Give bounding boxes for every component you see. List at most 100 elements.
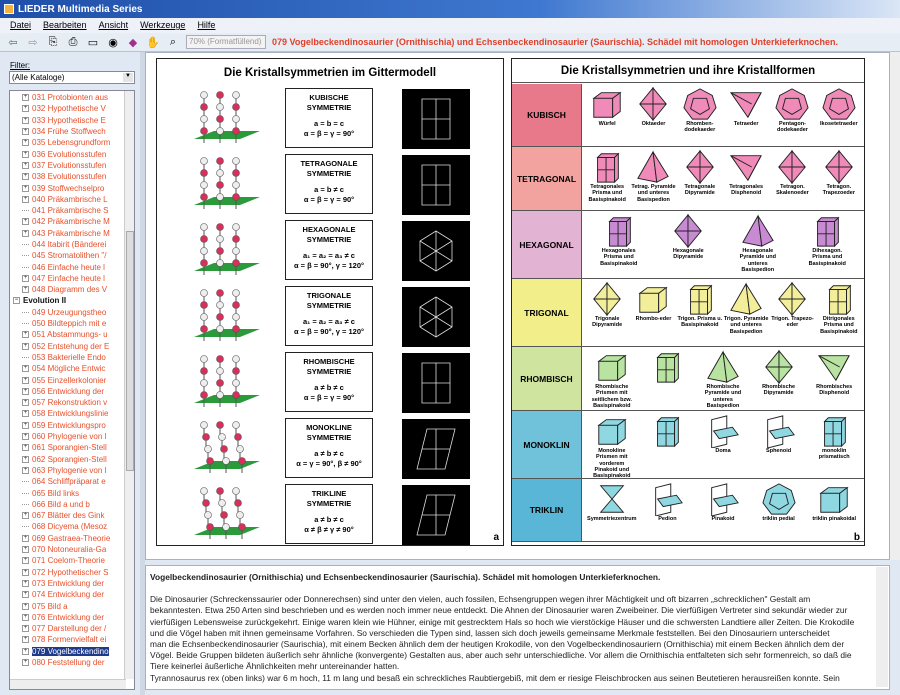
tree-item[interactable]: 049 Urzeugungstheo: [10, 307, 134, 318]
tree-item[interactable]: 053 Bakterielle Endo: [10, 352, 134, 363]
expand-icon[interactable]: +: [22, 546, 29, 554]
expand-icon[interactable]: +: [22, 399, 29, 407]
zoom-field[interactable]: 70% (Formatfüllend): [186, 35, 266, 49]
binoculars-icon[interactable]: ◉: [108, 36, 118, 49]
print-icon[interactable]: ⎙: [68, 35, 78, 48]
expand-icon[interactable]: +: [22, 602, 29, 610]
expand-icon[interactable]: +: [22, 636, 29, 644]
tree-item[interactable]: +062 Sporangien-Stell: [10, 454, 134, 465]
expand-icon[interactable]: +: [22, 444, 29, 452]
expand-icon[interactable]: +: [22, 161, 29, 169]
tree-item[interactable]: +078 Formenvielfalt ei: [10, 634, 134, 645]
tree-item[interactable]: +032 Hypothetische V: [10, 103, 134, 114]
expand-icon[interactable]: +: [22, 466, 29, 474]
tree-item[interactable]: +060 Phylogenie von l: [10, 431, 134, 442]
scroll-thumb[interactable]: [126, 231, 134, 471]
expand-icon[interactable]: +: [22, 139, 29, 147]
expand-icon[interactable]: +: [22, 591, 29, 599]
expand-icon[interactable]: +: [22, 173, 29, 181]
expand-icon[interactable]: +: [22, 455, 29, 463]
tree-item[interactable]: +057 Rekonstruktion v: [10, 397, 134, 408]
expand-icon[interactable]: +: [22, 568, 29, 576]
tree-item[interactable]: 064 Schliffpräparat e: [10, 476, 134, 487]
tree-item[interactable]: +039 Stoffwechselpro: [10, 182, 134, 193]
expand-icon[interactable]: +: [22, 218, 29, 226]
tree-vertical-scrollbar[interactable]: [124, 91, 134, 679]
tree-item[interactable]: 066 Bild a und b: [10, 499, 134, 510]
expand-icon[interactable]: +: [22, 421, 29, 429]
tree-item[interactable]: +040 Präkambrische L: [10, 194, 134, 205]
tree-item[interactable]: +067 Blätter des Gink: [10, 510, 134, 521]
tree-item[interactable]: +061 Sporangien-Stell: [10, 442, 134, 453]
expand-icon[interactable]: +: [22, 105, 29, 113]
pane-splitter[interactable]: [140, 52, 145, 695]
tree-item[interactable]: +054 Mögliche Entwic: [10, 363, 134, 374]
expand-icon[interactable]: +: [22, 184, 29, 192]
tree-item[interactable]: +051 Abstammungs- u: [10, 329, 134, 340]
forward-icon[interactable]: ⇨: [28, 36, 38, 49]
expand-icon[interactable]: +: [22, 647, 29, 655]
expand-icon[interactable]: +: [22, 229, 29, 237]
menu-hilfe[interactable]: Hilfe: [197, 20, 216, 30]
expand-icon[interactable]: +: [22, 365, 29, 373]
expand-icon[interactable]: +: [22, 410, 29, 418]
expand-icon[interactable]: +: [22, 274, 29, 282]
text-scrollbar[interactable]: [876, 567, 888, 687]
expand-icon[interactable]: +: [22, 376, 29, 384]
tree-item[interactable]: +043 Präkambrische M: [10, 228, 134, 239]
menu-werkzeuge[interactable]: Werkzeuge: [140, 20, 186, 30]
tree-item[interactable]: +080 Feststellung der: [10, 657, 134, 668]
tree-item[interactable]: 041 Präkambrische S: [10, 205, 134, 216]
tree-item[interactable]: +042 Präkambrische M: [10, 216, 134, 227]
tree-item[interactable]: +071 Coelom-Theorie: [10, 555, 134, 566]
tree-item[interactable]: +074 Entwicklung der: [10, 589, 134, 600]
tree-item[interactable]: +058 Entwicklungslinie: [10, 408, 134, 419]
expand-icon[interactable]: +: [22, 579, 29, 587]
tree-item[interactable]: +055 Einzellerkolonier: [10, 374, 134, 385]
expand-icon[interactable]: +: [22, 512, 29, 520]
expand-icon[interactable]: +: [22, 150, 29, 158]
menu-bearbeiten[interactable]: Bearbeiten: [43, 20, 87, 30]
magnifier-icon[interactable]: ⌕: [169, 35, 177, 48]
tree-item[interactable]: 065 Bild links: [10, 487, 134, 498]
tree-item[interactable]: +075 Bild a: [10, 600, 134, 611]
menu-datei[interactable]: Datei: [10, 20, 32, 30]
tree-group[interactable]: −Evolution II: [10, 295, 134, 306]
tree-horizontal-scrollbar[interactable]: [10, 679, 126, 689]
tree-item[interactable]: 045 Stromatolithen "/: [10, 250, 134, 261]
expand-icon[interactable]: +: [22, 658, 29, 666]
tree-item[interactable]: +056 Entwicklung der: [10, 386, 134, 397]
expand-icon[interactable]: +: [22, 557, 29, 565]
tree-item[interactable]: +052 Entstehung der E: [10, 341, 134, 352]
tree-item[interactable]: 050 Bildteppich mit e: [10, 318, 134, 329]
tree-item[interactable]: +037 Evolutionsstufen: [10, 160, 134, 171]
tree-item[interactable]: +076 Entwicklung der: [10, 612, 134, 623]
copy-icon[interactable]: ⎘: [48, 35, 58, 48]
expand-icon[interactable]: +: [22, 195, 29, 203]
expand-icon[interactable]: +: [22, 433, 29, 441]
tree-item[interactable]: +048 Diagramm des V: [10, 284, 134, 295]
eraser-icon[interactable]: ◆: [128, 36, 138, 49]
tree-item[interactable]: 044 Itabirit (Bänderei: [10, 239, 134, 250]
expand-icon[interactable]: +: [22, 625, 29, 633]
expand-icon[interactable]: +: [22, 286, 29, 294]
tree-item[interactable]: +072 Hypothetischer S: [10, 566, 134, 577]
menu-ansicht[interactable]: Ansicht: [98, 20, 129, 30]
tree-item[interactable]: +035 Lebensgrundform: [10, 137, 134, 148]
tree-item[interactable]: +063 Phylogenie von l: [10, 465, 134, 476]
tree-item[interactable]: +069 Gastraea-Theorie: [10, 533, 134, 544]
fullscreen-icon[interactable]: ▭: [87, 36, 99, 49]
tree-item[interactable]: 046 Einfache heute l: [10, 261, 134, 272]
collapse-icon[interactable]: −: [13, 297, 20, 305]
tree-item[interactable]: +031 Protobionten aus: [10, 92, 134, 103]
viewer-scrollbar[interactable]: [890, 52, 900, 560]
expand-icon[interactable]: +: [22, 94, 29, 102]
tree-item[interactable]: +036 Evolutionsstufen: [10, 148, 134, 159]
tree-item[interactable]: +033 Hypothetische E: [10, 115, 134, 126]
tree-item[interactable]: +059 Entwicklungspro: [10, 420, 134, 431]
expand-icon[interactable]: +: [22, 534, 29, 542]
tree-item[interactable]: +070 Notoneuralia-Ga: [10, 544, 134, 555]
tree-item[interactable]: +038 Evolutionsstufen: [10, 171, 134, 182]
back-icon[interactable]: ⇦: [8, 36, 18, 49]
tree-item[interactable]: +077 Darstellung der /: [10, 623, 134, 634]
